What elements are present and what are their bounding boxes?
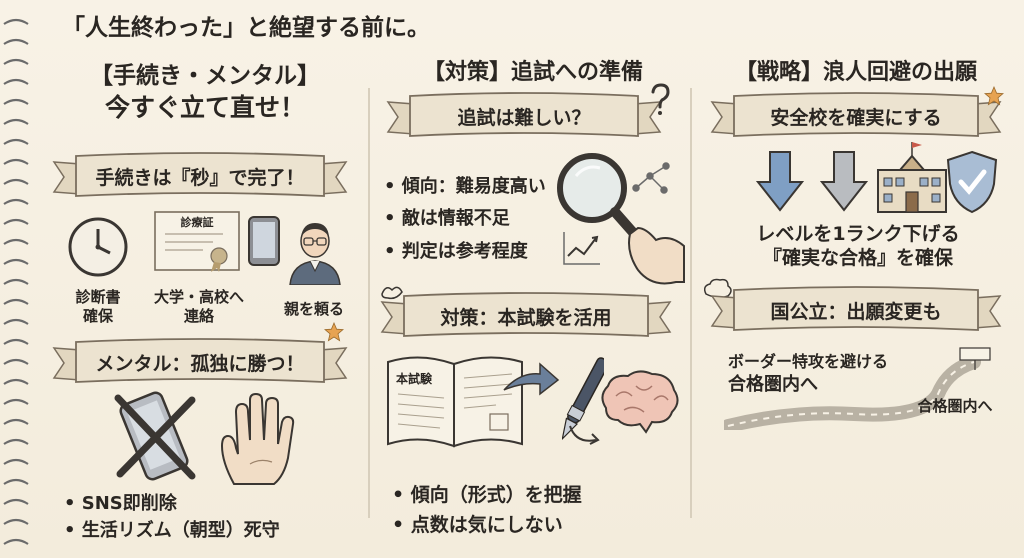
star-icon (324, 322, 344, 342)
open-hand-icon (220, 392, 295, 485)
road-text: ボーダー特攻を避ける 合格圏内へ (728, 350, 908, 396)
crossed-phone-icon (114, 391, 196, 481)
col1-heading-line2: 今すぐ立て直せ！ (104, 93, 305, 122)
col3-ribbon-national: 国公立：出願変更も (708, 284, 1004, 336)
certificate-caption-line2: 連絡 (183, 307, 214, 325)
col3-note: レベルを1ランク下げる 『確実な合格』を確保 (718, 222, 998, 270)
curved-arrow-icon (569, 425, 600, 445)
parent-caption: 親を頼る (283, 300, 344, 318)
book-label: 本試験 (396, 372, 433, 386)
col3-note-line2: 『確実な合格』を確保 (762, 247, 953, 269)
pen-icon (562, 357, 604, 441)
col3-ribbon2-text: 国公立：出願変更も (770, 300, 942, 323)
col1-ribbon-mental: メンタル：孤独に勝つ！ (50, 336, 350, 388)
col1-bullet-1: • SNS即削除 (64, 493, 177, 514)
col2-bullet-4: • 傾向（形式）を把握 (392, 484, 582, 506)
shield-check-icon (946, 150, 998, 214)
col1-ribbon2-text: メンタル：孤独に勝つ！ (95, 352, 305, 375)
arrow-icon (503, 362, 560, 396)
col2-ribbon-difficulty: 追試は難しい？ (384, 90, 664, 142)
page-title: 「人生終わった」と絶望する前に。 (62, 15, 430, 41)
col3-ribbon-safety: 安全校を確実にする (708, 90, 1004, 142)
open-book-icon: 本試験 (384, 350, 526, 450)
col1-ribbon-procedures: 手続きは『秒』で完了！ (50, 150, 350, 202)
certificate-icon: 診療証 (153, 210, 241, 272)
clock-icon (68, 217, 128, 277)
col3-ribbon1-text: 安全校を確実にする (770, 106, 942, 129)
certificate-caption-line1: 大学・高校へ (153, 288, 244, 306)
col2-bullet-1: • 傾向：難易度高い (384, 176, 546, 197)
col1-heading-line1: 【手続き・メンタル】 (90, 63, 320, 89)
road-text-line1: ボーダー特攻を避ける (728, 352, 889, 371)
trend-chart-icon (563, 232, 600, 265)
col2-ribbon-strategy: 対策：本試験を活用 (378, 290, 674, 342)
road-end-label: 合格圏内へ (917, 397, 993, 415)
magnifying-glass-icon (557, 153, 685, 285)
col2-ribbon2-text: 対策：本試験を活用 (440, 306, 612, 329)
column-divider (368, 88, 370, 518)
smartphone-icon (248, 216, 280, 266)
spiral-binding (3, 18, 29, 545)
col2-bullet-3: • 判定は参考程度 (384, 241, 528, 262)
col2-heading: 【対策】追試への準備 (422, 60, 643, 85)
certificate-caption: 大学・高校へ 連絡 (140, 288, 258, 326)
col2-ribbon1-text: 追試は難しい？ (457, 106, 591, 129)
star-icon (984, 86, 1004, 106)
network-graph-icon (632, 162, 670, 194)
down-arrow-icon (756, 151, 804, 212)
clock-caption: 診断書 確保 (56, 288, 140, 326)
scribble-icon (381, 286, 403, 300)
col1-ribbon1-text: 手続きは『秒』で完了！ (95, 166, 305, 189)
col2-bullet-5: • 点数は気にしない (392, 514, 563, 536)
road-text-line2: 合格圏内へ (728, 374, 818, 395)
col1-heading: 【手続き・メンタル】 今すぐ立て直せ！ (60, 60, 350, 124)
clock-caption-line1: 診断書 (75, 288, 121, 306)
column-divider (690, 88, 692, 518)
question-mark-icon (651, 83, 670, 115)
clock-caption-line2: 確保 (82, 307, 113, 325)
certificate-label: 診療証 (180, 216, 214, 229)
col3-note-line1: レベルを1ランク下げる (756, 223, 960, 245)
col2-bullet-2: • 敵は情報不足 (384, 208, 510, 229)
school-building-icon (877, 142, 947, 213)
down-arrow-icon (820, 151, 868, 212)
col1-bullet-2: • 生活リズム（朝型）死守 (64, 520, 280, 541)
brain-icon (601, 370, 679, 434)
col3-heading: 【戦略】浪人回避の出願 (734, 60, 977, 85)
winding-road-icon (724, 347, 991, 430)
parent-avatar-icon (289, 223, 341, 285)
